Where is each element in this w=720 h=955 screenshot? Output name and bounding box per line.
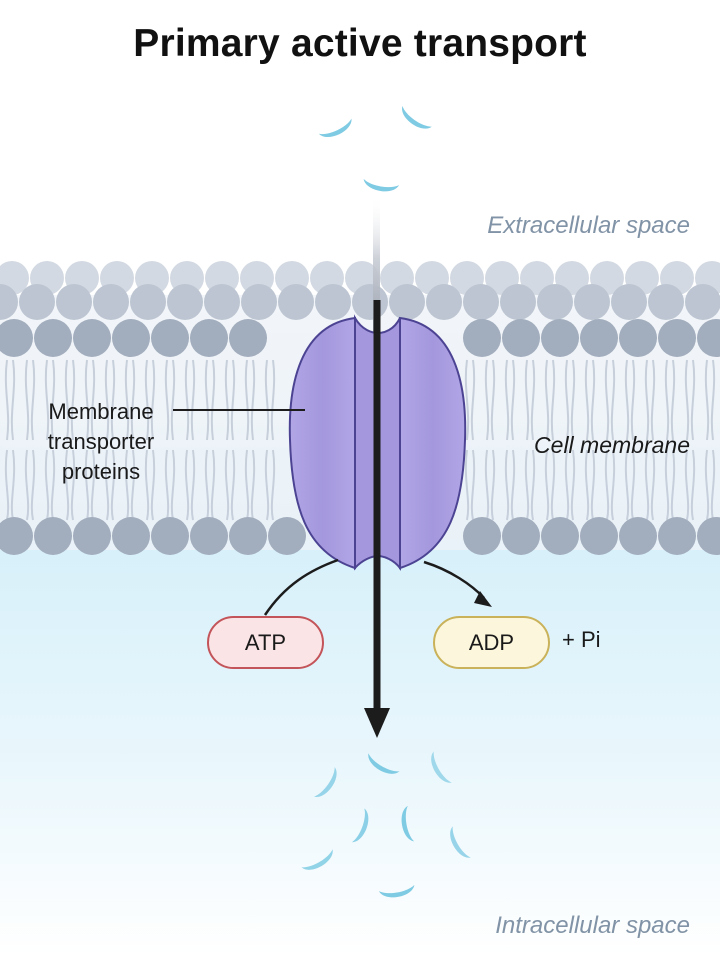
substrate-molecule <box>301 849 333 870</box>
lipid-head-top <box>541 319 579 357</box>
lipid-head-middle <box>56 284 92 320</box>
lipid-head-back <box>520 261 554 295</box>
lipid-head-middle <box>241 284 277 320</box>
lipid-head-middle <box>574 284 610 320</box>
lipid-head-bottom <box>151 517 189 555</box>
lipid-head-bottom <box>580 517 618 555</box>
adp-arrow-head <box>474 591 492 607</box>
substrate-molecule <box>368 753 400 774</box>
lipid-head-middle <box>315 284 351 320</box>
intracellular-label: Intracellular space <box>495 912 690 939</box>
substrate-molecule <box>401 805 415 842</box>
transporter-label: Membrane transporter proteins <box>47 399 155 484</box>
extracellular-label: Extracellular space <box>487 212 690 239</box>
lipid-head-top <box>619 319 657 357</box>
lipid-head-top <box>34 319 72 357</box>
lipid-head-top <box>580 319 618 357</box>
lipid-head-middle <box>537 284 573 320</box>
substrate-molecule <box>450 826 471 858</box>
protein-right-lobe <box>399 316 467 570</box>
lipid-head-bottom <box>502 517 540 555</box>
lipid-head-middle <box>0 284 18 320</box>
page-title: Primary active transport <box>133 22 587 65</box>
lipid-head-bottom <box>34 517 72 555</box>
lipid-heads <box>0 261 720 555</box>
lipid-head-bottom <box>658 517 696 555</box>
lipid-head-bottom <box>0 517 33 555</box>
substrate-molecule <box>363 178 400 192</box>
lipid-head-bottom <box>229 517 267 555</box>
lipid-head-middle <box>389 284 425 320</box>
lipid-head-middle <box>500 284 536 320</box>
substrate-molecule <box>318 118 352 138</box>
lipid-head-top <box>112 319 150 357</box>
lipid-head-top <box>658 319 696 357</box>
lipid-head-bottom <box>619 517 657 555</box>
substrate-molecule <box>314 767 337 797</box>
substrate-molecule <box>378 884 415 898</box>
lipid-head-top <box>463 319 501 357</box>
lipid-head-middle <box>167 284 203 320</box>
lipid-tails <box>4 359 716 521</box>
atp-pill: ATP <box>207 616 324 669</box>
lipid-head-middle <box>204 284 240 320</box>
lipid-head-bottom <box>190 517 228 555</box>
transport-arrow-head <box>364 708 390 738</box>
lipid-head-top <box>73 319 111 357</box>
substrate-molecules <box>301 106 471 898</box>
substrate-molecule <box>402 106 432 129</box>
intracellular-region <box>0 545 720 955</box>
lipid-head-middle <box>19 284 55 320</box>
lipid-head-top <box>190 319 228 357</box>
lipid-head-top <box>502 319 540 357</box>
lipid-head-middle <box>611 284 647 320</box>
lipid-head-bottom <box>268 517 306 555</box>
lipid-head-middle <box>648 284 684 320</box>
phosphate-label: + Pi <box>562 627 601 652</box>
atp-to-protein-arrow <box>263 558 339 616</box>
lipid-head-middle <box>130 284 166 320</box>
lipid-head-top <box>697 319 720 357</box>
lipid-head-middle <box>685 284 720 320</box>
lipid-head-bottom <box>112 517 150 555</box>
substrate-molecule <box>351 808 369 843</box>
lipid-head-top <box>229 319 267 357</box>
adp-pill: ADP <box>433 616 550 669</box>
lipid-head-top <box>151 319 189 357</box>
lipid-head-middle <box>278 284 314 320</box>
lipid-head-middle <box>352 284 388 320</box>
channel-trail <box>373 195 380 335</box>
protein-left-lobe <box>288 316 356 570</box>
lipid-head-middle <box>463 284 499 320</box>
cell-membrane-label: Cell membrane <box>534 432 690 458</box>
lipid-head-bottom <box>541 517 579 555</box>
substrate-molecule <box>431 751 452 783</box>
lipid-head-top <box>0 319 33 357</box>
lipid-head-middle <box>426 284 462 320</box>
lipid-head-bottom <box>463 517 501 555</box>
lipid-head-bottom <box>697 517 720 555</box>
lipid-head-middle <box>93 284 129 320</box>
lipid-head-bottom <box>73 517 111 555</box>
